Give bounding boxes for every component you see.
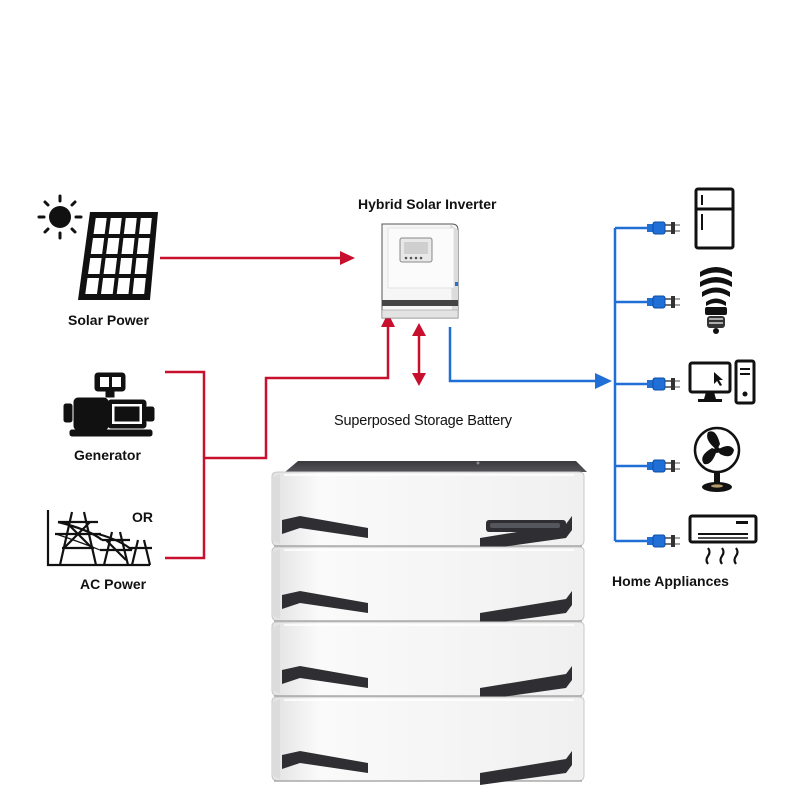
solar-cell (85, 278, 100, 294)
arrowhead-blue (595, 373, 612, 389)
generator-icon (63, 372, 155, 437)
battery-label: Superposed Storage Battery (334, 413, 512, 429)
solar-power-label: Solar Power (68, 312, 149, 328)
solar-cell (136, 238, 150, 254)
sun-icon (37, 194, 83, 240)
battery-module (271, 621, 585, 700)
battery-module (271, 471, 585, 550)
solar-panel-icon (78, 212, 158, 300)
hybrid-inverter (381, 223, 459, 319)
fan-icon (693, 426, 741, 492)
or-label: OR (132, 509, 153, 525)
solar-cell (121, 238, 135, 254)
ac-power-label: AC Power (80, 576, 147, 592)
solar-cell (106, 238, 120, 254)
solar-cell (134, 258, 148, 274)
plug-connectors (647, 221, 680, 548)
solar-cell (93, 218, 107, 234)
refrigerator-icon (694, 187, 735, 250)
solar-cell (103, 258, 118, 274)
solar-cell (119, 258, 133, 274)
plug-icon (647, 377, 680, 391)
solar-cell (132, 278, 146, 294)
generator-label: Generator (74, 447, 141, 463)
input-lines (160, 256, 421, 560)
solar-cell (108, 218, 122, 234)
power-tower-icon (46, 510, 152, 567)
battery-module (271, 546, 585, 625)
inverter-label: Hybrid Solar Inverter (358, 196, 497, 212)
solar-cell (123, 218, 137, 234)
plug-icon (647, 459, 680, 473)
plug-icon (647, 221, 680, 235)
solar-cell (90, 238, 105, 254)
computer-icon (688, 359, 756, 405)
battery-display-slot (486, 520, 566, 532)
home-appliances-label: Home Appliances (612, 573, 729, 589)
storage-battery-stack (271, 461, 587, 785)
plug-icon (647, 534, 680, 548)
air-conditioner-icon (688, 514, 758, 565)
solar-cell (101, 278, 115, 294)
light-bulb-icon (700, 267, 732, 334)
solar-cell (116, 278, 131, 294)
plug-icon (647, 295, 680, 309)
solar-cell (139, 218, 152, 234)
solar-cell (88, 258, 102, 274)
battery-module (271, 696, 585, 785)
arrowheads-red (340, 251, 426, 386)
